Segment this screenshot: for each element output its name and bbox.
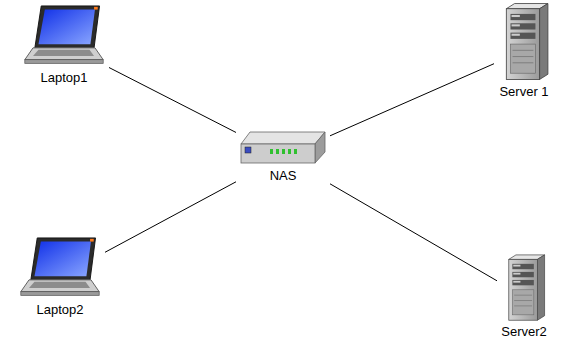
network-link bbox=[330, 184, 497, 281]
laptop-icon bbox=[19, 236, 101, 300]
laptop-icon bbox=[23, 4, 105, 68]
device-node: Laptop1 bbox=[21, 4, 107, 85]
network-link bbox=[109, 68, 236, 133]
device-label: Laptop2 bbox=[37, 302, 84, 317]
device-node: Laptop2 bbox=[17, 236, 103, 317]
device-node: Server2 bbox=[499, 254, 549, 339]
device-label: Laptop1 bbox=[41, 70, 88, 85]
network-link bbox=[330, 64, 494, 136]
device-node: Server 1 bbox=[496, 2, 552, 99]
device-label: NAS bbox=[270, 168, 297, 183]
network-link bbox=[105, 182, 236, 252]
server-icon bbox=[501, 254, 547, 322]
device-label: Server 1 bbox=[499, 84, 548, 99]
server-icon bbox=[498, 2, 550, 82]
device-label: Server2 bbox=[501, 324, 547, 339]
nas-device bbox=[240, 130, 326, 166]
device-node: NAS bbox=[238, 130, 328, 183]
